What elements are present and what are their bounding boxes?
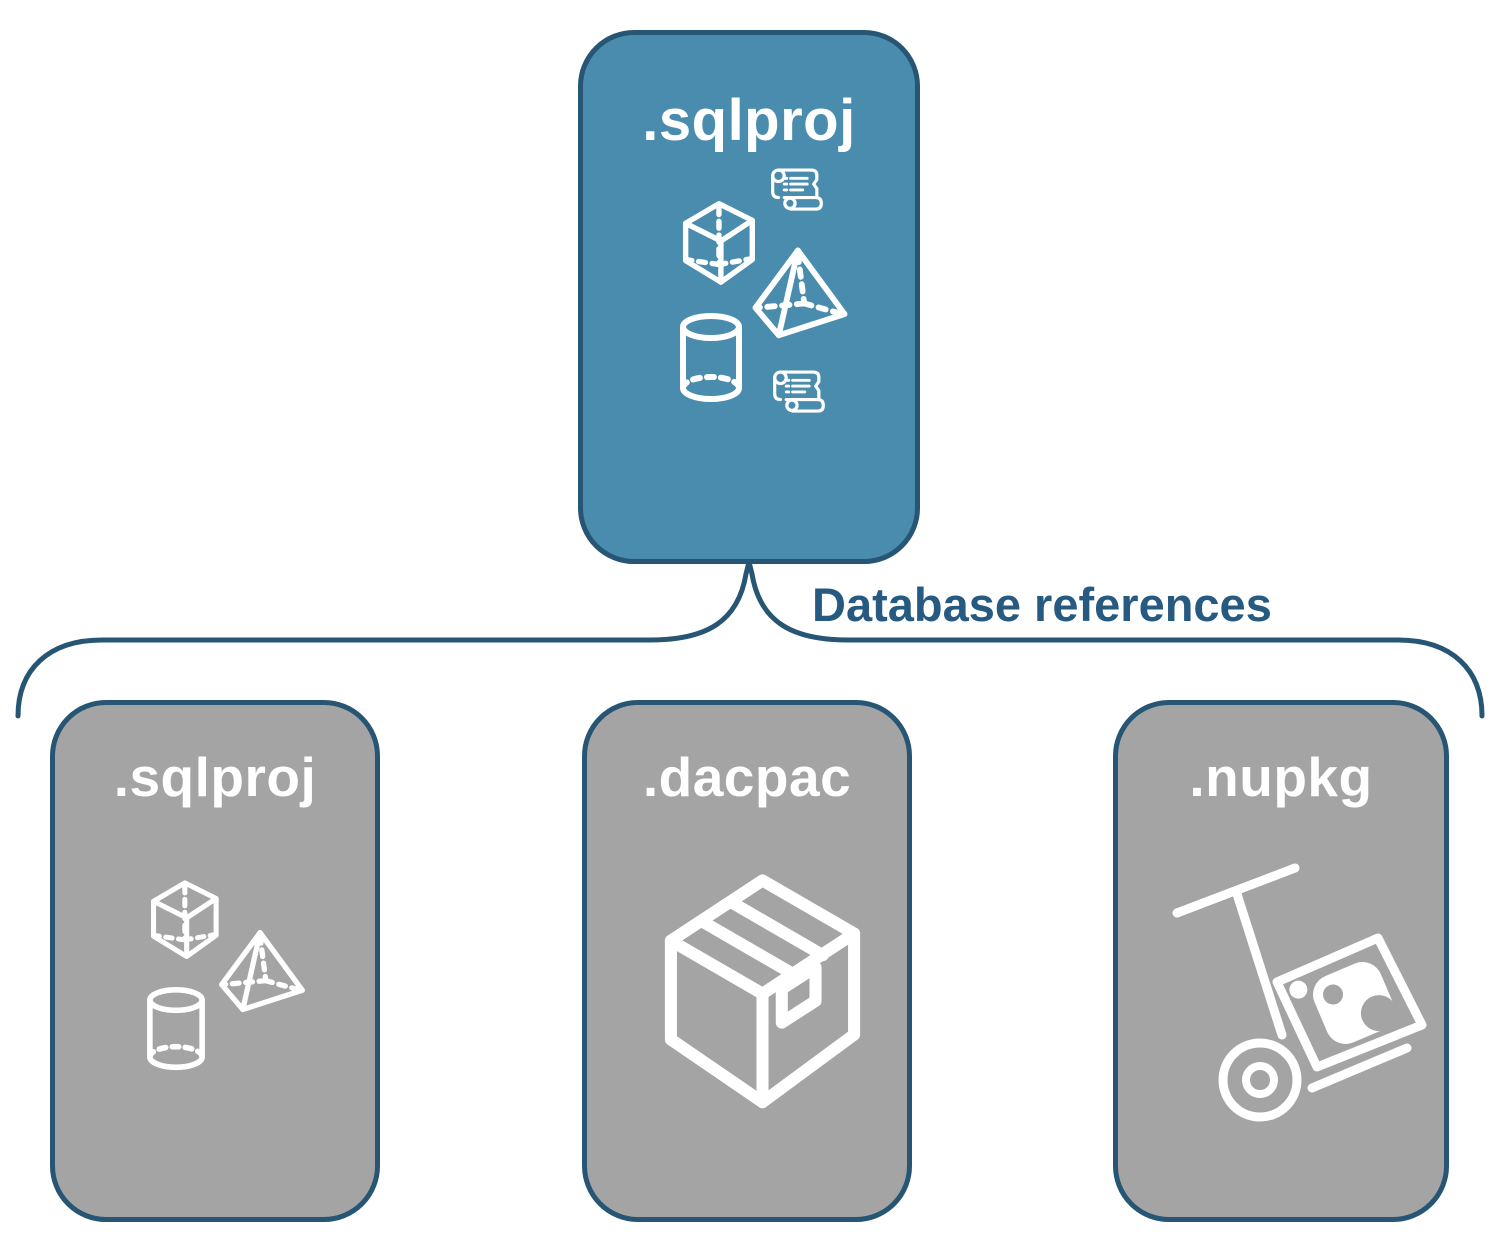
scroll-icon	[765, 163, 829, 227]
pyramid-icon	[210, 925, 314, 1021]
node-child-nupkg: .nupkg	[1113, 700, 1449, 1222]
cylinder-icon	[676, 313, 746, 403]
connector-label: Database references	[812, 578, 1272, 631]
node-child-label: .sqlproj	[113, 746, 317, 808]
node-root-sqlproj: .sqlproj	[578, 30, 920, 564]
node-child-sqlproj: .sqlproj	[50, 700, 380, 1222]
node-root-label: .sqlproj	[642, 88, 856, 153]
nuget-handtruck-icon	[1170, 860, 1430, 1165]
node-child-label: .dacpac	[642, 746, 852, 808]
node-child-label: .nupkg	[1189, 746, 1373, 808]
cylinder-icon	[143, 987, 209, 1071]
package-box-icon	[642, 848, 883, 1125]
pyramid-icon	[743, 242, 857, 348]
node-child-dacpac: .dacpac	[582, 700, 912, 1222]
scroll-icon	[767, 365, 831, 429]
